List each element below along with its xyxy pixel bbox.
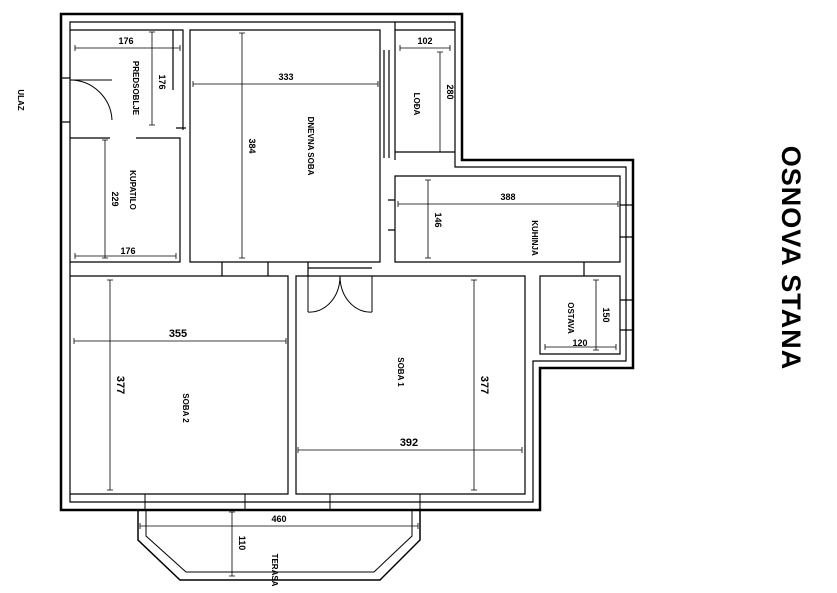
dim-dnevna-w: 333 [278, 72, 293, 82]
dim-kuhinja-w: 388 [500, 192, 515, 202]
dim-terasa-w: 460 [271, 514, 286, 524]
room-soba1: SOBA 1 [396, 357, 405, 387]
ostava-walls [539, 262, 633, 355]
dim-predsoblje-w: 176 [118, 36, 133, 46]
soba2-walls [70, 262, 289, 495]
room-soba2: SOBA 2 [181, 393, 190, 423]
bottom-windows [144, 493, 421, 511]
dim-kupatilo-w: 176 [120, 246, 135, 256]
kupatilo-walls [70, 127, 186, 263]
terasa-outline [137, 510, 421, 581]
room-terasa: TERASA [270, 554, 279, 587]
dim-dnevna-h: 384 [247, 138, 257, 153]
dim-kuhinja-h: 146 [433, 212, 443, 227]
dim-predsoblje-h: 176 [157, 74, 167, 89]
terasa-inner [145, 510, 413, 573]
room-dnevna-soba: DNEVNA SOBA [306, 117, 315, 176]
room-kupatilo: KUPATILO [128, 170, 137, 210]
dnevna-soba-walls [189, 29, 381, 263]
dim-soba2-w: 355 [169, 328, 187, 340]
dim-soba1-w: 392 [400, 437, 418, 449]
dim-soba2-h: 377 [114, 376, 126, 394]
dim-kupatilo-h: 229 [110, 191, 120, 206]
dim-terasa-h: 110 [237, 536, 247, 551]
soba1-walls [295, 262, 526, 495]
room-predsoblje: PREDSOBLJE [131, 61, 140, 116]
entrance-door [69, 79, 113, 121]
kuhinja-walls [388, 175, 633, 263]
dim-ostava-h: 150 [601, 307, 611, 322]
dim-loda-h: 280 [445, 84, 455, 99]
plan-title: OSNOVA STANA [776, 146, 806, 371]
soba1-door [307, 275, 373, 313]
room-kuhinja: KUHINJA [530, 220, 539, 256]
room-loda: LOĐA [412, 93, 421, 116]
dimension-lines [73, 31, 619, 577]
loda-walls [383, 22, 455, 160]
dim-loda-w: 102 [417, 36, 432, 46]
room-ostava: OSTAVA [566, 302, 575, 334]
predsoblje-walls [62, 29, 184, 130]
dim-soba1-h: 377 [478, 376, 490, 394]
entrance-label: ULAZ [16, 89, 25, 110]
dim-ostava-w: 120 [572, 338, 587, 348]
